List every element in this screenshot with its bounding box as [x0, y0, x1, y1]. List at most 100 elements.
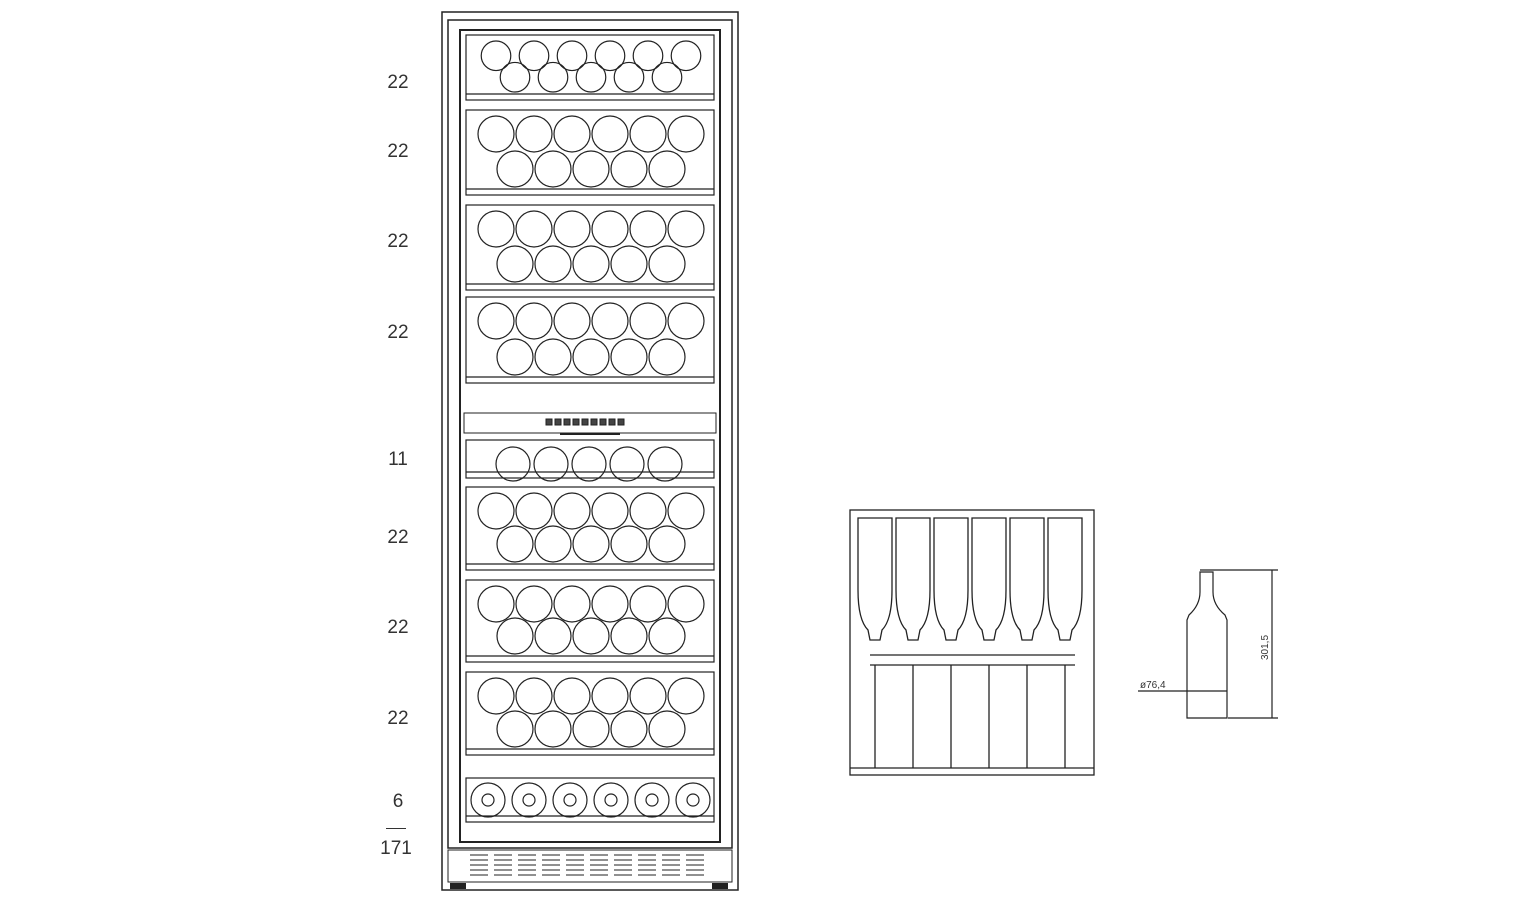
bottle-end — [629, 302, 667, 340]
ventilation-grill — [447, 849, 733, 883]
bottle-end — [667, 115, 705, 153]
bottle-end — [675, 782, 711, 818]
bottle-end — [629, 210, 667, 248]
shelf-capacity: 22 — [387, 708, 409, 729]
shelf — [465, 671, 715, 756]
bottle-end — [534, 338, 572, 376]
bottle-end — [667, 492, 705, 530]
shelf-capacity: 22 — [387, 141, 409, 162]
bottle-end — [534, 245, 572, 283]
bottle-end — [610, 245, 648, 283]
bottle-end — [610, 150, 648, 188]
bottle-end — [572, 525, 610, 563]
bottle-end — [496, 338, 534, 376]
shelf-capacity: 11 — [388, 449, 408, 470]
control-button — [581, 418, 589, 426]
bottle-end — [572, 150, 610, 188]
bottle-end — [651, 61, 683, 93]
bottle-end — [496, 710, 534, 748]
bottle-end — [609, 446, 645, 482]
bottle-dimension-drawing — [1138, 569, 1278, 719]
bottle-end — [534, 617, 572, 655]
control-panel — [463, 412, 717, 435]
bottle-end — [591, 585, 629, 623]
bottle-end — [553, 302, 591, 340]
bottle-end — [591, 302, 629, 340]
feet — [450, 883, 728, 889]
bottle-top — [1047, 517, 1083, 641]
bottle-end — [553, 585, 591, 623]
bottle-end — [571, 446, 607, 482]
control-button — [608, 418, 616, 426]
bottle-end — [496, 617, 534, 655]
bottle-end — [515, 115, 553, 153]
bottle-top — [1009, 517, 1045, 641]
bottle-end — [572, 338, 610, 376]
shelf-side-view — [849, 509, 1095, 776]
bottle-end — [629, 677, 667, 715]
bottle-end — [534, 150, 572, 188]
bottle-end — [591, 492, 629, 530]
bottle-end — [511, 782, 547, 818]
control-button — [572, 418, 580, 426]
bottle-end — [496, 525, 534, 563]
shelf — [465, 486, 715, 571]
bottle-end — [496, 245, 534, 283]
shelf — [465, 579, 715, 663]
control-button — [599, 418, 607, 426]
bottle-end — [591, 115, 629, 153]
bottle-end — [515, 677, 553, 715]
bottle-end — [648, 525, 686, 563]
shelf-capacity: 22 — [387, 322, 409, 343]
bottle-end — [495, 446, 531, 482]
bottle-end — [534, 525, 572, 563]
bottle-end — [667, 302, 705, 340]
bottle-end — [647, 446, 683, 482]
bottle-end — [553, 115, 591, 153]
control-button — [545, 418, 553, 426]
bottle-end — [648, 338, 686, 376]
bottle-end — [477, 677, 515, 715]
bottle-top — [971, 517, 1007, 641]
bottle-end — [670, 40, 702, 72]
control-button — [590, 418, 598, 426]
bottle-end — [518, 40, 550, 72]
shelf — [465, 34, 715, 101]
bottle-end — [515, 210, 553, 248]
bottle-end — [552, 782, 588, 818]
bottle-end — [477, 115, 515, 153]
bottle-end — [534, 710, 572, 748]
bottle-end — [572, 245, 610, 283]
bottle-end — [515, 302, 553, 340]
bottle-height: 301,5 — [1260, 635, 1271, 660]
bottle-end — [591, 210, 629, 248]
bottle-end — [629, 585, 667, 623]
bottle-end — [648, 617, 686, 655]
bottle-end — [613, 61, 645, 93]
total-capacity: 171 — [380, 838, 412, 859]
bottle-end — [575, 61, 607, 93]
bottle-end — [553, 492, 591, 530]
bottle-end — [553, 677, 591, 715]
bottle-end — [553, 210, 591, 248]
bottle-end — [667, 677, 705, 715]
shelf — [465, 204, 715, 291]
control-button — [617, 418, 625, 426]
bottle-end — [594, 40, 626, 72]
bottle-end — [515, 492, 553, 530]
bottle-end — [610, 338, 648, 376]
bottle-end — [667, 210, 705, 248]
bottle-end — [470, 782, 506, 818]
shelf-capacity: 22 — [387, 527, 409, 548]
shelf — [465, 296, 715, 384]
bottle-end — [477, 302, 515, 340]
bottle-end — [477, 492, 515, 530]
bottle-end — [610, 617, 648, 655]
bottle-end — [593, 782, 629, 818]
bottle-end — [634, 782, 670, 818]
bottle-end — [480, 40, 512, 72]
bottle-end — [477, 210, 515, 248]
bottle-top — [895, 517, 931, 641]
bottle-end — [572, 710, 610, 748]
